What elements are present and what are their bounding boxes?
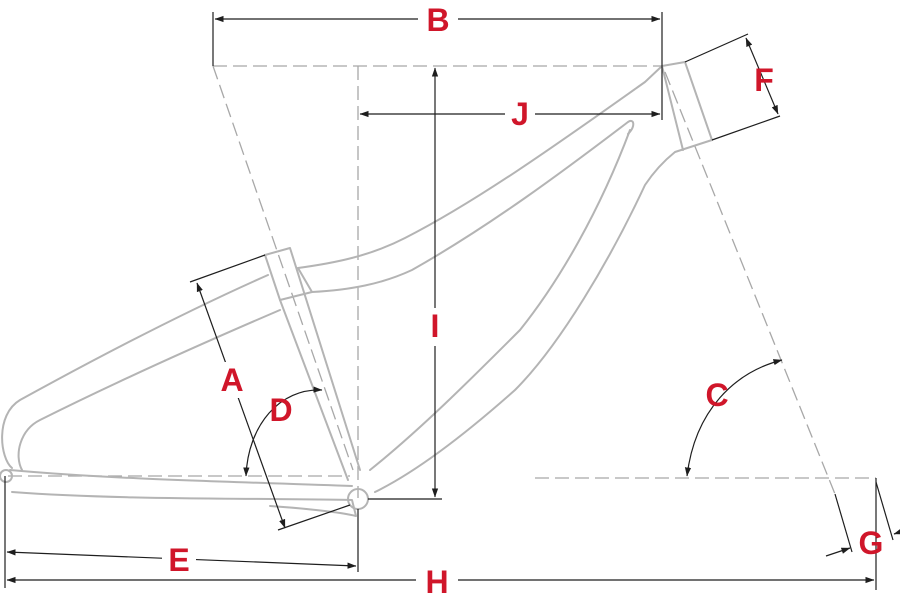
dimension-G-arrow-right — [893, 528, 900, 535]
label-H-background — [416, 564, 458, 600]
seat-tube-collar — [264, 254, 313, 301]
dimension-G-extension-left — [834, 493, 853, 553]
label-G: G — [859, 525, 884, 561]
dimension-D-arc — [243, 386, 323, 477]
dimension-labels: A B C D E F G H I J — [162, 0, 883, 600]
label-B: B — [426, 2, 449, 38]
dimension-F-extension-top — [684, 33, 749, 63]
label-J: J — [511, 96, 529, 132]
label-E: E — [168, 542, 189, 578]
down-tube-outline — [369, 129, 631, 471]
dimension-G-extension-right — [875, 481, 894, 541]
label-I-background — [422, 308, 448, 346]
label-F: F — [754, 62, 774, 98]
bike-frame-outline — [0, 61, 713, 517]
top-tube-outline — [297, 61, 686, 269]
steering-axis — [664, 71, 836, 495]
dimension-G-arrow-left — [825, 547, 851, 557]
dimension-lines — [4, 12, 900, 590]
seat-tube-outline — [264, 247, 361, 481]
label-A-background — [216, 362, 250, 398]
label-I: I — [431, 308, 440, 344]
rear-axle-dropout — [0, 469, 13, 483]
chain-stay-outline — [9, 469, 357, 517]
seat-tube-axis-extension — [212, 65, 354, 471]
top-tube-lower-edge — [311, 120, 635, 293]
dimension-A-arrow — [196, 282, 286, 529]
dimension-A-extension-bottom — [277, 504, 351, 531]
head-tube-outline — [661, 61, 713, 151]
dimension-A-extension-top — [189, 254, 266, 283]
label-E-background — [162, 542, 196, 578]
reference-lines — [8, 65, 876, 498]
label-C: C — [705, 377, 728, 413]
dimension-C-arc — [684, 359, 783, 477]
dimension-F-arrow — [745, 37, 779, 115]
label-B-background — [418, 0, 458, 38]
dimension-F-extension-bottom — [711, 115, 781, 141]
label-H: H — [425, 564, 448, 600]
label-D: D — [269, 392, 292, 428]
down-tube-lower-edge — [374, 139, 713, 493]
label-J-background — [505, 96, 535, 132]
label-A: A — [220, 362, 243, 398]
